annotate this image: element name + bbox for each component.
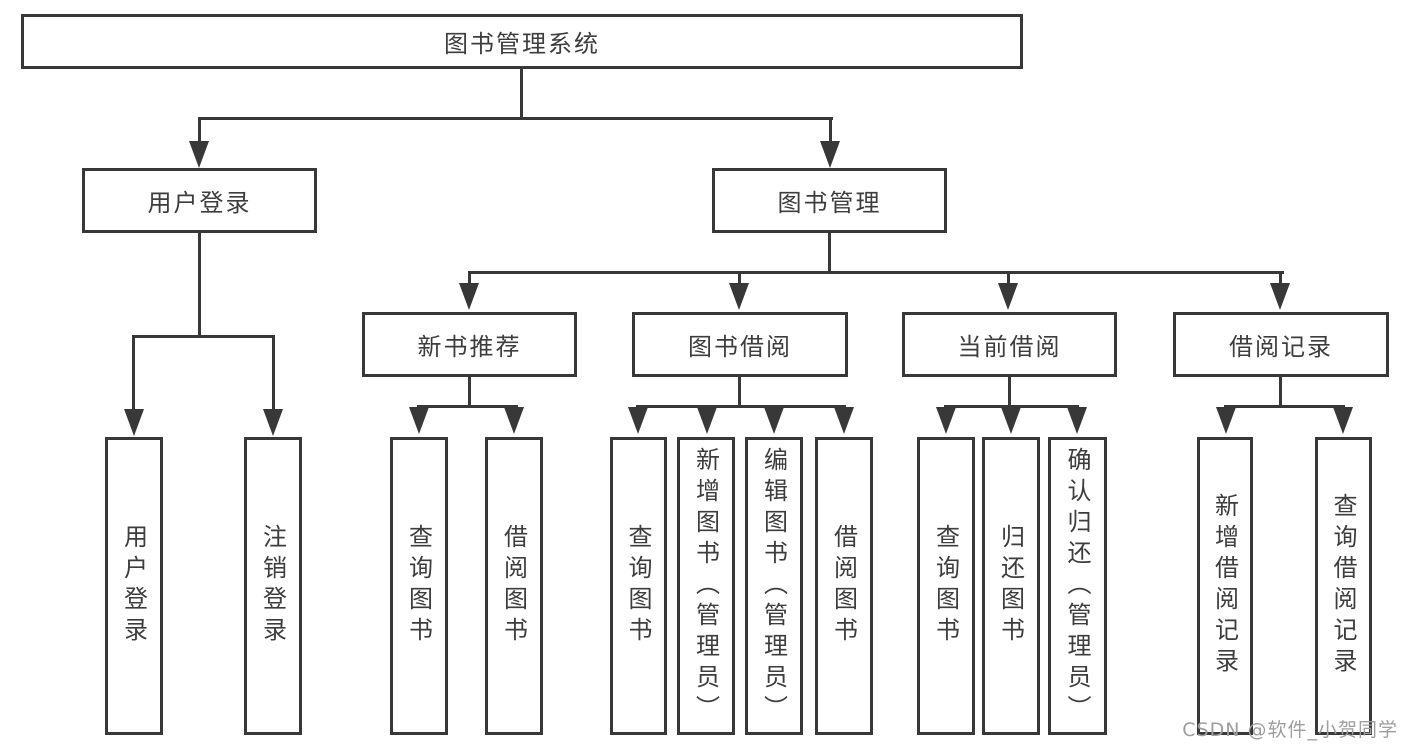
node-book-borrow: 图书借阅 xyxy=(632,312,848,377)
leaf-borrow-book-label: 借阅图书 xyxy=(829,524,858,648)
node-book-borrow-label: 图书借阅 xyxy=(688,333,792,361)
arrow-into-leaf-add-book-admin xyxy=(697,407,717,434)
arrow-into-leaf-logout xyxy=(263,409,283,436)
leaf-query-book-current-label: 查询图书 xyxy=(931,524,960,648)
arrow-into-book-management xyxy=(820,141,840,168)
leaf-query-book-recommend-label: 查询图书 xyxy=(404,524,433,648)
csdn-watermark: CSDN @软件_小贺同学 xyxy=(1182,719,1398,741)
arrow-into-leaf-borrow-book xyxy=(834,407,854,434)
leaf-edit-book-admin-label: 编辑图书（管理员） xyxy=(759,446,788,726)
node-user-login-label: 用户登录 xyxy=(147,189,252,217)
arrow-into-leaf-user-login xyxy=(124,409,144,436)
connector-group1-hline xyxy=(132,335,275,338)
connector-currentborrow-drop-top xyxy=(1007,271,1010,284)
connector-bookborrow-down xyxy=(738,377,741,408)
arrow-into-leaf-query-book-borrow xyxy=(628,407,648,434)
connector-borrowrecords-drop-top xyxy=(1279,271,1282,284)
leaf-query-book-borrow-label: 查询图书 xyxy=(624,524,652,648)
arrow-into-borrow-records xyxy=(1270,283,1290,310)
leaf-logout-label: 注销登录 xyxy=(258,524,287,648)
leaf-borrow-book-recommend: 借阅图书 xyxy=(485,437,543,735)
connector-newbook-down xyxy=(468,377,471,408)
arrow-into-leaf-query-book-current xyxy=(936,407,956,434)
arrow-into-book-borrow xyxy=(729,283,749,310)
node-book-management-label: 图书管理 xyxy=(777,189,882,217)
leaf-confirm-return-admin-label: 确认归还（管理员） xyxy=(1063,446,1091,726)
leaf-borrow-book-recommend-label: 借阅图书 xyxy=(499,524,528,648)
leaf-query-book-current: 查询图书 xyxy=(917,437,975,735)
connector-newbook-drop-top xyxy=(468,271,471,284)
node-borrow-records-label: 借阅记录 xyxy=(1229,333,1333,361)
leaf-edit-book-admin: 编辑图书（管理员） xyxy=(745,437,803,735)
leaf-user-login: 用户登录 xyxy=(105,437,163,735)
leaf-add-borrow-record: 新增借阅记录 xyxy=(1197,437,1253,735)
connector-level2-hline xyxy=(198,117,833,120)
arrow-into-leaf-return-book xyxy=(1001,407,1021,434)
leaf-query-borrow-record-label: 查询借阅记录 xyxy=(1329,493,1357,679)
node-book-management: 图书管理 xyxy=(712,168,947,233)
arrow-into-user-login xyxy=(189,141,209,168)
node-current-borrow: 当前借阅 xyxy=(902,312,1117,377)
leaf-query-book-recommend: 查询图书 xyxy=(390,437,448,735)
node-current-borrow-label: 当前借阅 xyxy=(957,333,1062,361)
connector-group5-hline xyxy=(1224,405,1345,408)
node-borrow-records: 借阅记录 xyxy=(1173,312,1389,377)
arrow-into-current-borrow xyxy=(998,283,1018,310)
leaf-add-borrow-record-label: 新增借阅记录 xyxy=(1210,493,1239,679)
connector-bookborrow-drop-top xyxy=(738,271,741,284)
connector-root-drop xyxy=(520,69,523,120)
node-new-book-recommend: 新书推荐 xyxy=(362,312,577,377)
connector-userlogin-down xyxy=(198,233,201,338)
leaf-confirm-return-admin: 确认归还（管理员） xyxy=(1048,437,1107,735)
leaf-logout: 注销登录 xyxy=(244,437,302,735)
leaf-add-book-admin: 新增图书（管理员） xyxy=(677,437,735,735)
arrow-into-leaf-query-borrow-record xyxy=(1333,407,1353,434)
connector-level3-hline xyxy=(468,271,1284,274)
connector-group2-hline xyxy=(417,405,518,408)
connector-bookmgmt-drop-top xyxy=(829,117,832,144)
arrow-into-leaf-borrow-book-recommend xyxy=(504,407,524,434)
connector-borrowrecords-down xyxy=(1279,377,1282,408)
node-root: 图书管理系统 xyxy=(21,14,1023,69)
connector-group3-hline xyxy=(636,405,846,408)
arrow-into-leaf-edit-book-admin xyxy=(764,407,784,434)
connector-group4-hline xyxy=(944,405,1079,408)
leaf-return-book: 归还图书 xyxy=(982,437,1040,735)
arrow-into-new-book-recommend xyxy=(459,283,479,310)
leaf-user-login-label: 用户登录 xyxy=(119,524,148,648)
arrow-into-leaf-confirm-return-admin xyxy=(1067,407,1087,434)
connector-group1-drop-right xyxy=(272,335,275,411)
arrow-into-leaf-query-book-recommend xyxy=(409,407,429,434)
leaf-add-book-admin-label: 新增图书（管理员） xyxy=(691,446,720,726)
node-user-login: 用户登录 xyxy=(82,168,317,233)
node-new-book-recommend-label: 新书推荐 xyxy=(417,333,522,361)
leaf-borrow-book: 借阅图书 xyxy=(815,437,873,735)
node-root-label: 图书管理系统 xyxy=(444,30,600,58)
arrow-into-leaf-add-borrow-record xyxy=(1216,407,1236,434)
connector-group1-drop-left xyxy=(132,335,135,411)
leaf-query-borrow-record: 查询借阅记录 xyxy=(1315,437,1372,735)
leaf-return-book-label: 归还图书 xyxy=(996,524,1025,648)
connector-userlogin-drop-top xyxy=(198,117,201,144)
leaf-query-book-borrow: 查询图书 xyxy=(610,437,667,735)
connector-bookmgmt-down xyxy=(828,233,831,274)
connector-currentborrow-down xyxy=(1008,377,1011,408)
